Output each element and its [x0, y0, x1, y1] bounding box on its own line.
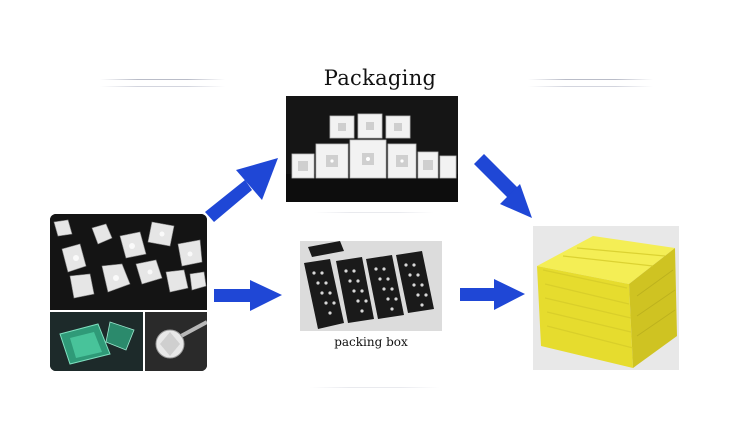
arrow-down-right-icon	[474, 154, 532, 218]
decorative-line-bottom	[310, 387, 440, 388]
arrow-right-left-icon	[214, 280, 282, 311]
diagram-title: Packaging	[323, 66, 437, 90]
decorative-line-right	[528, 79, 653, 80]
decorative-line-left-lower	[100, 86, 225, 87]
packing-box-photo	[300, 241, 442, 331]
arrow-up-right-icon	[205, 158, 278, 222]
gem-boxes-photo	[286, 96, 458, 202]
decorative-line-left	[100, 79, 225, 80]
diamonds-photo	[50, 214, 207, 371]
yellow-package-photo	[533, 226, 679, 370]
decorative-line-right-lower	[528, 86, 653, 87]
packing-box-caption: packing box	[334, 335, 408, 349]
arrow-right-right-icon	[460, 279, 525, 310]
decorative-line-bottom-center	[314, 212, 434, 213]
